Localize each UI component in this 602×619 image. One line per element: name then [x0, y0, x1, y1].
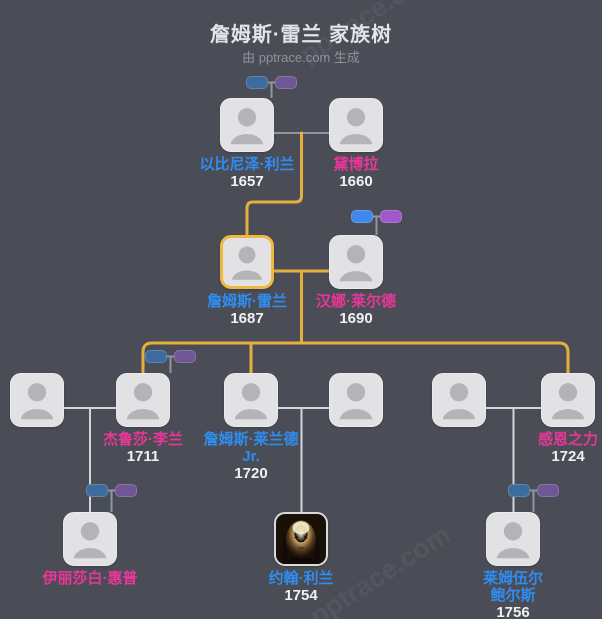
- person-silhouette-icon: [339, 383, 373, 420]
- mini-couple-male-icon[interactable]: [508, 484, 530, 497]
- person-name: 伊丽莎白·惠普: [42, 570, 138, 587]
- person-name: 黛博拉: [333, 156, 379, 173]
- person-label-lemuel: 莱姆伍尔 鲍尔斯 1756: [438, 570, 588, 619]
- person-name: 杰鲁莎·李兰: [103, 431, 183, 448]
- person-card-elizabeth[interactable]: [63, 512, 117, 566]
- person-name: 詹姆斯·莱兰德: [203, 431, 299, 448]
- person-year: 1756: [496, 604, 530, 619]
- mini-couple-female-icon[interactable]: [174, 350, 196, 363]
- mini-couple-male-icon[interactable]: [86, 484, 108, 497]
- person-name-line2: Jr.: [242, 448, 260, 465]
- person-name: 汉娜·莱尔德: [316, 293, 396, 310]
- person-year: 1657: [230, 173, 264, 190]
- person-card-john-portrait[interactable]: [274, 512, 328, 566]
- person-card-ebenezer[interactable]: [220, 98, 274, 152]
- person-name: 感恩之力: [537, 431, 598, 448]
- person-silhouette-icon: [339, 245, 373, 282]
- person-label-ebenezer: 以比尼泽·利兰 1657: [172, 156, 322, 190]
- person-year: 1724: [551, 448, 585, 465]
- person-silhouette-icon: [230, 108, 264, 145]
- person-card-jerusha[interactable]: [116, 373, 170, 427]
- person-card-james-highlighted[interactable]: [220, 235, 274, 289]
- person-name: 约翰·利兰: [268, 570, 334, 587]
- mini-couple-female-icon[interactable]: [115, 484, 137, 497]
- person-silhouette-icon: [73, 522, 107, 559]
- mini-couple-male-icon[interactable]: [145, 350, 167, 363]
- person-label-elizabeth: 伊丽莎白·惠普: [15, 570, 165, 587]
- person-year: 1720: [234, 465, 268, 482]
- person-card-thankful[interactable]: [541, 373, 595, 427]
- page-title: 詹姆斯·雷兰 家族树: [209, 24, 393, 46]
- person-label-thankful: 感恩之力 1724: [493, 431, 602, 465]
- person-label-john: 约翰·利兰 1754: [226, 570, 376, 604]
- person-label-jerusha: 杰鲁莎·李兰 1711: [68, 431, 218, 465]
- page-subtitle: 由 pptrace.com 生成: [242, 50, 360, 65]
- person-year: 1687: [230, 310, 264, 327]
- lineage-highlight-lines: [141, 131, 570, 375]
- person-card-deborah[interactable]: [329, 98, 383, 152]
- person-silhouette-icon: [496, 522, 530, 559]
- person-label-james: 詹姆斯·雷兰 1687: [172, 293, 322, 327]
- person-card-hannah[interactable]: [329, 235, 383, 289]
- person-card-unnamed-spouse[interactable]: [10, 373, 64, 427]
- person-silhouette-icon: [231, 246, 263, 280]
- person-year: 1690: [339, 310, 373, 327]
- person-year: 1711: [126, 448, 160, 465]
- mini-couple-female-icon[interactable]: [275, 76, 297, 89]
- person-label-jamesjr: 詹姆斯·莱兰德 Jr. 1720: [176, 431, 326, 482]
- portrait-photo: [276, 514, 326, 564]
- person-card-unnamed-spouse[interactable]: [432, 373, 486, 427]
- person-name: 詹姆斯·雷兰: [207, 293, 287, 310]
- person-card-lemuel[interactable]: [486, 512, 540, 566]
- person-silhouette-icon: [126, 383, 160, 420]
- person-silhouette-icon: [442, 383, 476, 420]
- person-card-unnamed-spouse[interactable]: [329, 373, 383, 427]
- person-card-jamesjr[interactable]: [224, 373, 278, 427]
- person-label-deborah: 黛博拉 1660: [281, 156, 431, 190]
- person-label-hannah: 汉娜·莱尔德 1690: [281, 293, 431, 327]
- person-silhouette-icon: [339, 108, 373, 145]
- mini-couple-female-icon[interactable]: [537, 484, 559, 497]
- person-year: 1754: [284, 587, 318, 604]
- person-year: 1660: [339, 173, 373, 190]
- person-silhouette-icon: [234, 383, 268, 420]
- mini-couple-male-icon[interactable]: [351, 210, 373, 223]
- person-silhouette-icon: [20, 383, 54, 420]
- person-silhouette-icon: [551, 383, 585, 420]
- mini-couple-female-icon[interactable]: [380, 210, 402, 223]
- mini-couple-male-icon[interactable]: [246, 76, 268, 89]
- person-name: 以比尼泽·利兰: [199, 156, 295, 173]
- person-name-line2: 鲍尔斯: [490, 587, 536, 604]
- person-name: 莱姆伍尔: [482, 570, 543, 587]
